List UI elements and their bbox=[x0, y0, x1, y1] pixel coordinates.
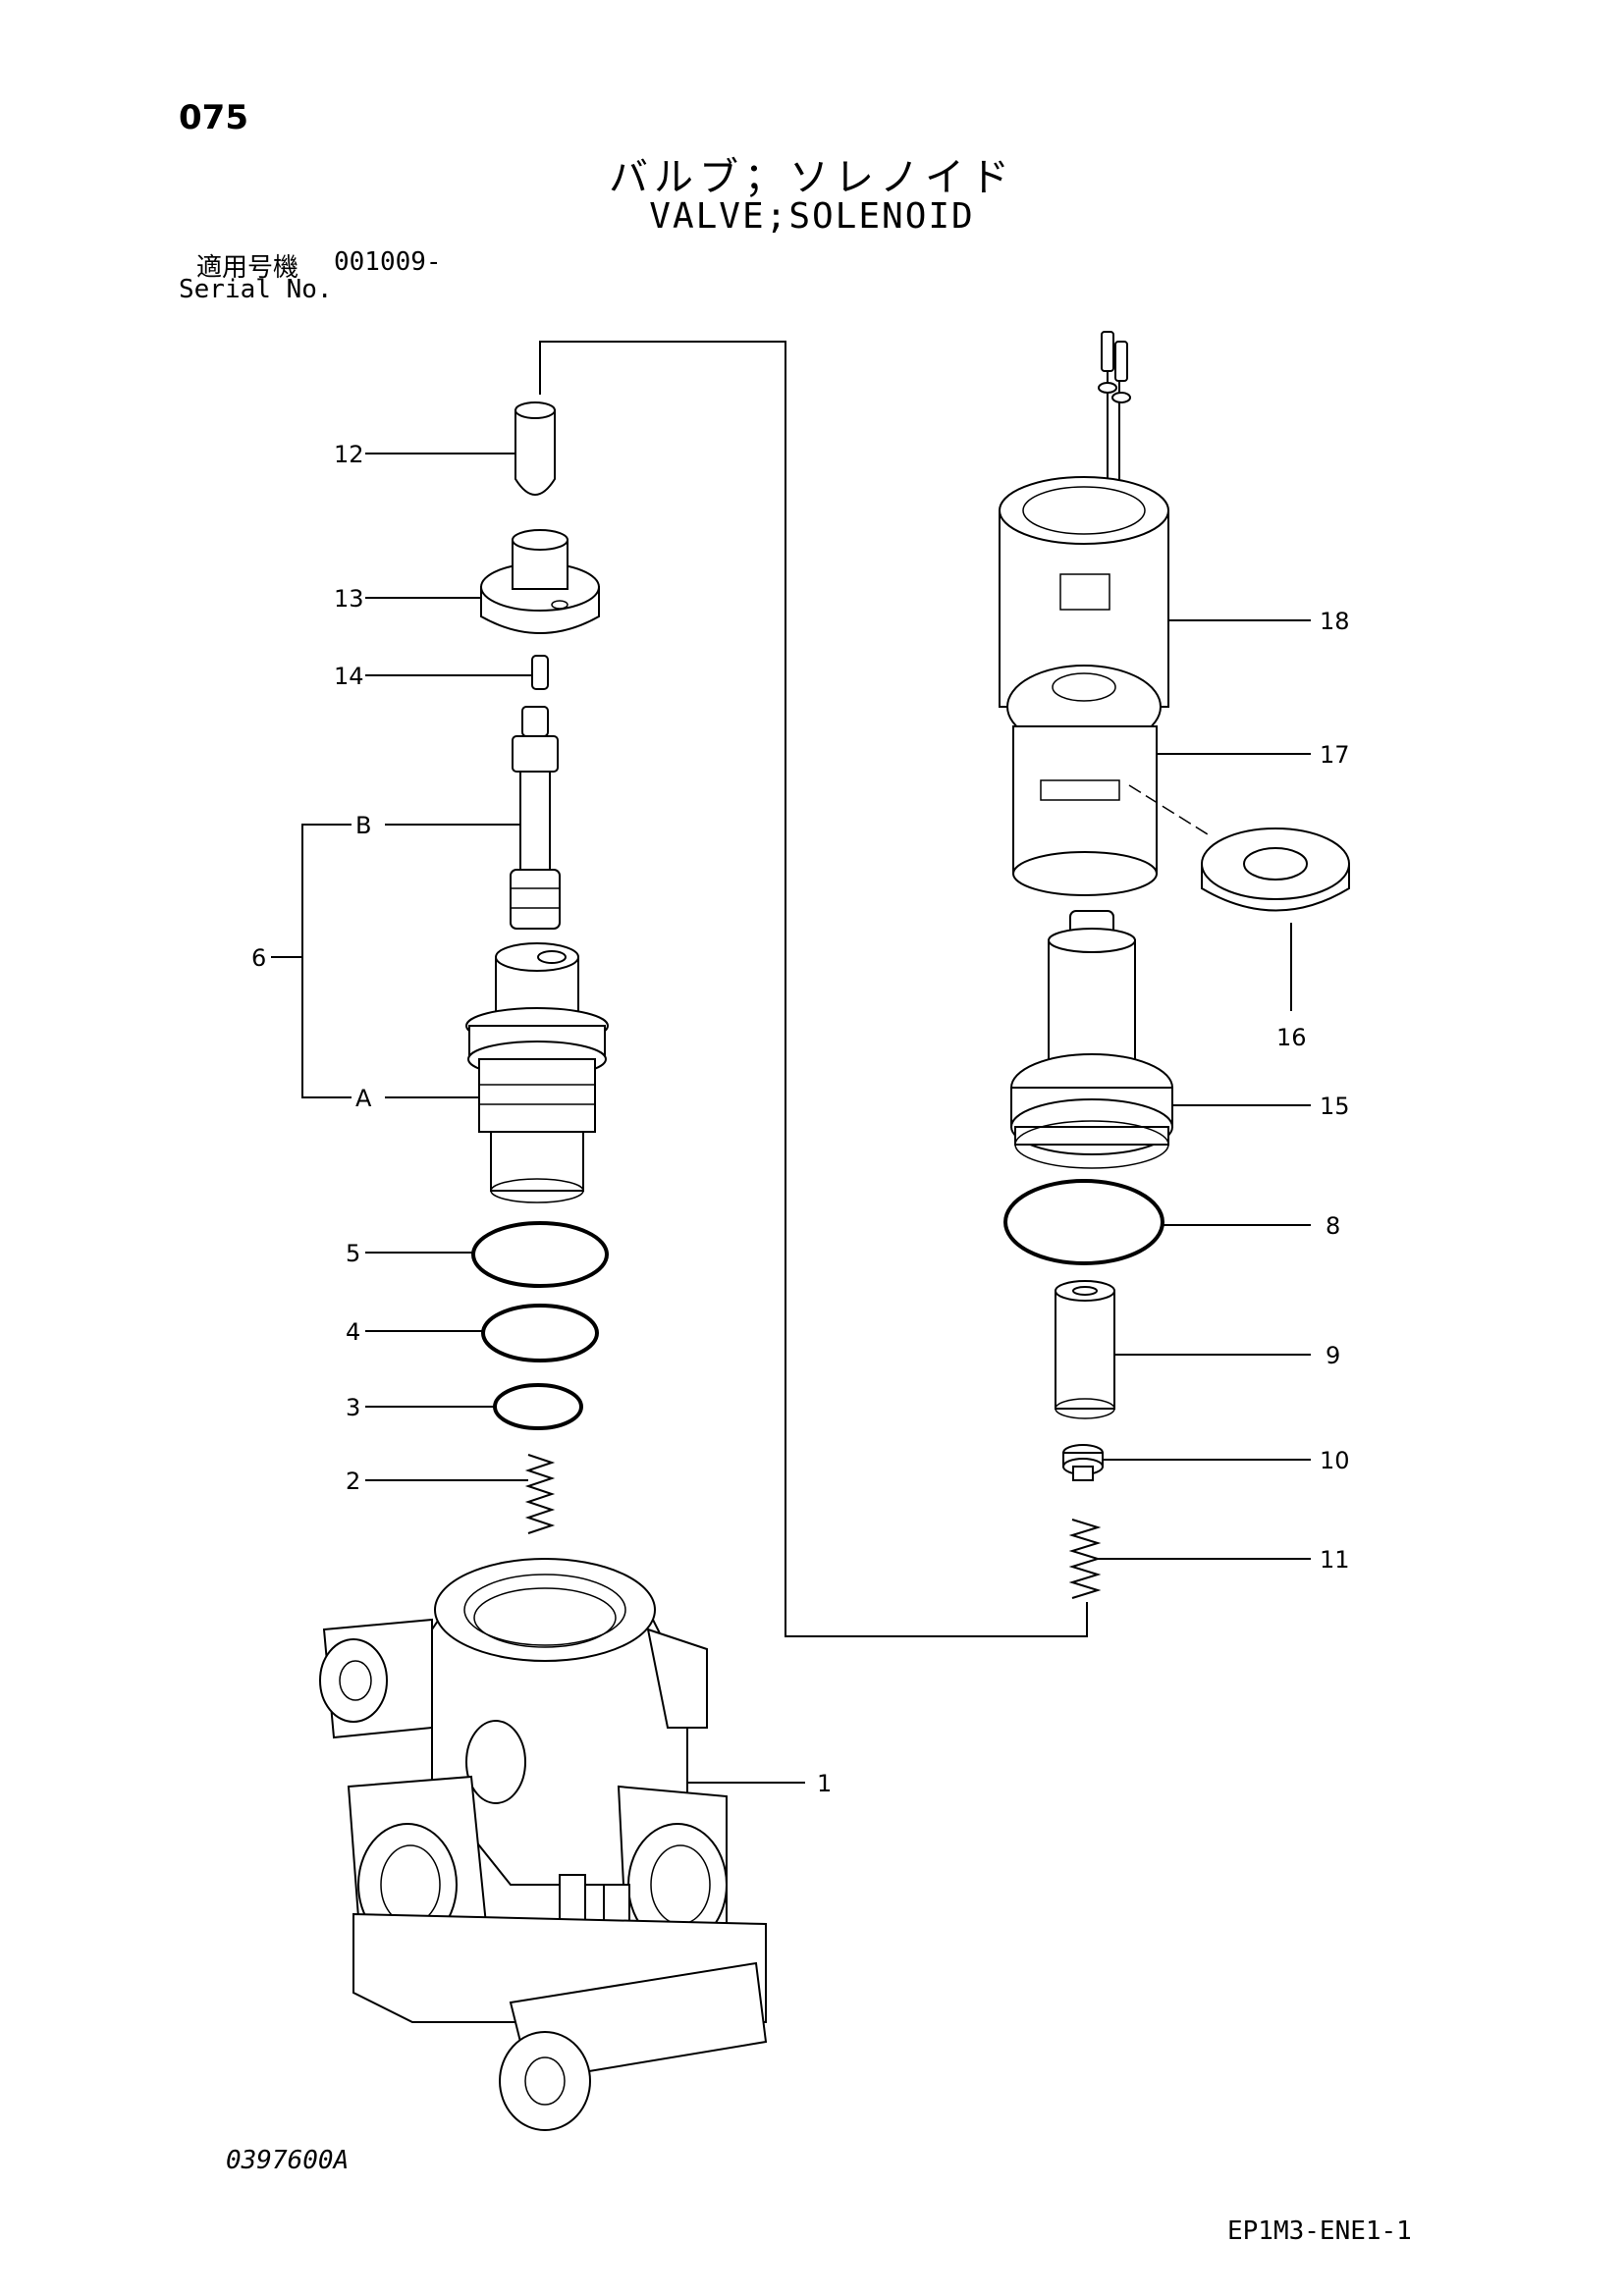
callout-2: 2 bbox=[346, 1468, 360, 1495]
part-2-spring bbox=[524, 1454, 556, 1534]
callout-5: 5 bbox=[346, 1240, 360, 1267]
part-17-body bbox=[1012, 725, 1158, 896]
callout-12: 12 bbox=[334, 441, 364, 468]
callout-17: 17 bbox=[1320, 741, 1350, 769]
page-code: EP1M3-ENE1-1 bbox=[1227, 2216, 1412, 2246]
part-4-o-ring bbox=[481, 1304, 599, 1362]
part-16-guide-line bbox=[1128, 784, 1209, 835]
part-1-valve-body bbox=[319, 1558, 768, 2131]
page-title-japanese: バルブ；ソレノイド bbox=[609, 155, 1015, 200]
part-12-cap bbox=[514, 401, 556, 496]
callout-15: 15 bbox=[1320, 1093, 1350, 1120]
part-11-spring bbox=[1068, 1519, 1102, 1599]
part-15-plunger bbox=[1010, 910, 1173, 1169]
serial-value: 001009- bbox=[334, 247, 442, 277]
part-13-flange bbox=[480, 529, 600, 634]
callout-14: 14 bbox=[334, 663, 364, 690]
part-6b-spool bbox=[510, 706, 561, 930]
assembly-connector-line bbox=[539, 341, 1088, 1637]
callout-3: 3 bbox=[346, 1394, 360, 1421]
serial-label-japanese: 適用号機 bbox=[196, 253, 299, 283]
part-16-washer bbox=[1201, 828, 1350, 912]
part-5-o-ring bbox=[471, 1221, 609, 1288]
callout-b: B bbox=[355, 812, 371, 839]
callout-10: 10 bbox=[1320, 1447, 1350, 1474]
part-9-sleeve bbox=[1055, 1280, 1115, 1419]
serial-label-english: Serial No. bbox=[179, 275, 333, 304]
part-8-o-ring bbox=[1003, 1179, 1164, 1265]
callout-a: A bbox=[355, 1085, 372, 1112]
part-18-solenoid-coil bbox=[999, 331, 1169, 749]
callout-9: 9 bbox=[1326, 1342, 1340, 1369]
part-6a-sleeve bbox=[465, 942, 609, 1203]
part-14-pin bbox=[531, 655, 549, 690]
leader-6-bracket bbox=[301, 824, 352, 1098]
callout-8: 8 bbox=[1326, 1212, 1340, 1240]
callout-13: 13 bbox=[334, 585, 364, 613]
callout-6: 6 bbox=[251, 944, 266, 972]
drawing-number: 0397600A bbox=[226, 2146, 350, 2175]
callout-18: 18 bbox=[1320, 608, 1350, 635]
page-title-english: VALVE;SOLENOID bbox=[649, 196, 975, 237]
callout-4: 4 bbox=[346, 1318, 360, 1346]
callout-11: 11 bbox=[1320, 1546, 1350, 1574]
page-number: 075 bbox=[179, 98, 248, 137]
callout-1: 1 bbox=[817, 1770, 832, 1797]
callout-16: 16 bbox=[1276, 1024, 1307, 1051]
part-10-stopper bbox=[1062, 1444, 1104, 1481]
part-3-o-ring bbox=[493, 1383, 583, 1430]
